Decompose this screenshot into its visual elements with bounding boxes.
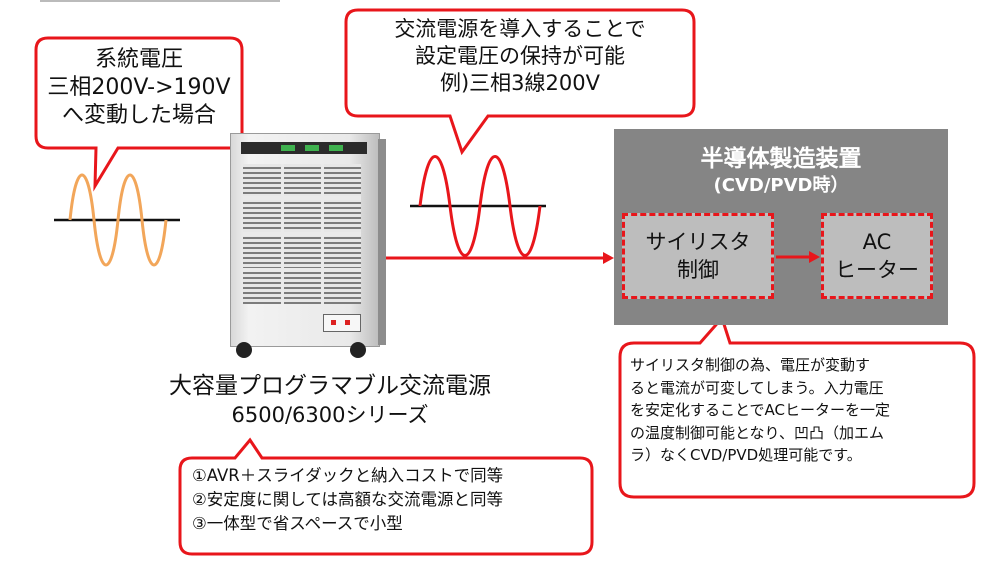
top-bubble-line: 設定電圧の保持が可能 bbox=[350, 43, 690, 70]
thyristor-label: サイリスタ bbox=[646, 228, 751, 256]
ac-heater-box: AC ヒーター bbox=[821, 213, 933, 299]
bottom-bubble-line: ③一体型で省スペースで小型 bbox=[192, 512, 588, 536]
right-bubble-line: ると電流が可変してしまう。入力電圧 bbox=[630, 377, 970, 400]
front-panel-display bbox=[241, 142, 367, 154]
right-bubble-line: を安定化することでACヒーターを一定 bbox=[630, 399, 970, 422]
equipment-title: 半導体製造装置 bbox=[614, 139, 948, 173]
caster-wheel bbox=[350, 342, 366, 358]
power-supply-cabinet bbox=[230, 133, 380, 347]
equipment-subtitle: (CVD/PVD時） bbox=[614, 171, 948, 197]
top-bubble-line: 交流電源を導入することで bbox=[350, 16, 690, 43]
thyristor-control-box: サイリスタ 制御 bbox=[622, 213, 774, 299]
heater-label: AC bbox=[863, 228, 892, 256]
output-arrow-head bbox=[603, 252, 614, 264]
caster-wheel bbox=[236, 342, 252, 358]
bottom-bubble-text: ①AVR＋スライダックと納入コストで同等 ②安定度に関しては高額な交流電源と同等… bbox=[192, 464, 588, 536]
right-bubble-line: サイリスタ制御の為、電圧が変動す bbox=[630, 354, 970, 377]
equipment-box: 半導体製造装置 (CVD/PVD時） サイリスタ 制御 AC ヒーター bbox=[614, 129, 948, 325]
product-name: 大容量プログラマブル交流電源 bbox=[150, 372, 510, 402]
top-bubble-text: 交流電源を導入することで 設定電圧の保持が可能 例)三相3線200V bbox=[350, 16, 690, 97]
left-bubble-line: へ変動した場合 bbox=[40, 102, 238, 130]
thyristor-label: 制御 bbox=[677, 256, 719, 284]
right-bubble-line: の温度制御可能となり、凹凸（加エム bbox=[630, 422, 970, 445]
bottom-bubble-line: ①AVR＋スライダックと納入コストで同等 bbox=[192, 464, 588, 488]
power-supply-image bbox=[230, 133, 378, 358]
right-bubble-line: ラ）なくCVD/PVD処理可能です。 bbox=[630, 444, 970, 467]
left-bubble-line: 三相200V->190V bbox=[40, 74, 238, 102]
heater-label: ヒーター bbox=[835, 256, 919, 284]
top-bubble-line: 例)三相3線200V bbox=[350, 70, 690, 97]
control-arrow bbox=[774, 247, 824, 267]
output-terminal-plate bbox=[323, 314, 361, 332]
right-bubble-text: サイリスタ制御の為、電圧が変動す ると電流が可変してしまう。入力電圧 を安定化す… bbox=[630, 354, 970, 467]
bottom-bubble-line: ②安定度に関しては高額な交流電源と同等 bbox=[192, 488, 588, 512]
product-caption: 大容量プログラマブル交流電源 6500/6300シリーズ bbox=[150, 372, 510, 429]
left-bubble-text: 系統電圧 三相200V->190V へ変動した場合 bbox=[40, 46, 238, 130]
left-bubble-line: 系統電圧 bbox=[40, 46, 238, 74]
product-series: 6500/6300シリーズ bbox=[150, 402, 510, 429]
